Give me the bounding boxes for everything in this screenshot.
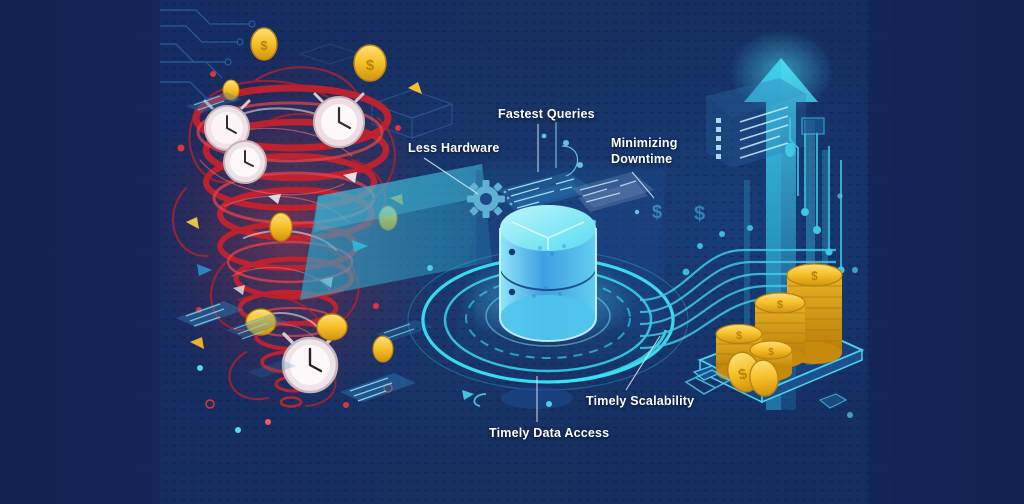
label-fastest-queries: Fastest Queries	[498, 107, 595, 121]
label-minimizing-downtime: Minimizing Downtime	[611, 136, 678, 166]
label-timely-data-access: Timely Data Access	[489, 426, 610, 440]
label-less-hardware: Less Hardware	[408, 141, 500, 155]
label-timely-scalability: Timely Scalability	[586, 394, 695, 408]
